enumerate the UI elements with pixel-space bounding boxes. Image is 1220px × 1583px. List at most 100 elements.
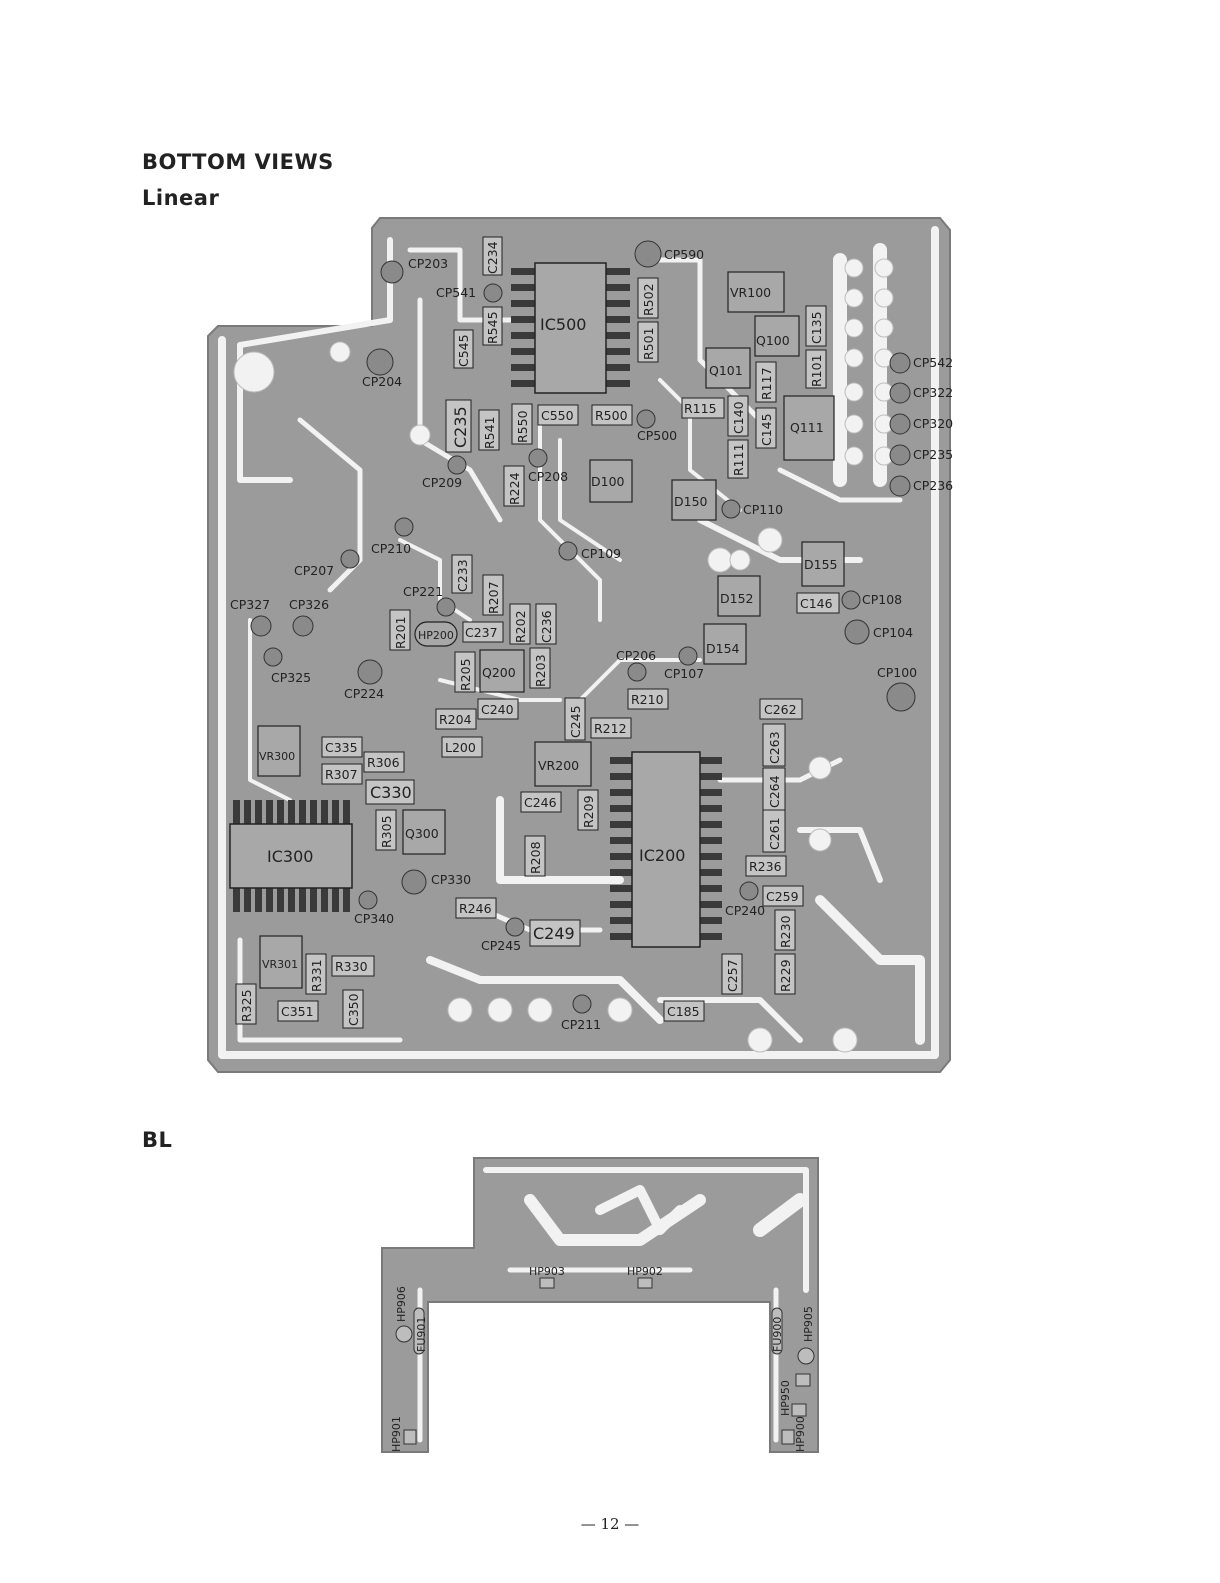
label-c245: C245 bbox=[568, 705, 583, 738]
label-cp109: CP109 bbox=[581, 546, 621, 561]
bl-pads bbox=[395, 1277, 815, 1445]
label-c185: C185 bbox=[667, 1004, 700, 1019]
label-c259: C259 bbox=[766, 889, 799, 904]
label-c145: C145 bbox=[759, 413, 774, 446]
label-r330: R330 bbox=[335, 959, 368, 974]
label-r306: R306 bbox=[367, 755, 400, 770]
label-r117: R117 bbox=[759, 367, 774, 400]
label-cp327: CP327 bbox=[230, 597, 270, 612]
label-cp541: CP541 bbox=[436, 285, 476, 300]
label-c135: C135 bbox=[809, 311, 824, 344]
label-c240: C240 bbox=[481, 702, 514, 717]
label-hp901: HP901 bbox=[390, 1416, 403, 1452]
label-cp100: CP100 bbox=[877, 665, 917, 680]
label-cp104: CP104 bbox=[873, 625, 913, 640]
label-q111: Q111 bbox=[790, 420, 824, 435]
pads bbox=[233, 258, 894, 1053]
label-c263: C263 bbox=[767, 731, 782, 764]
label-cp325: CP325 bbox=[271, 670, 311, 685]
label-r212: R212 bbox=[594, 721, 627, 736]
label-r202: R202 bbox=[513, 610, 528, 643]
label-c140: C140 bbox=[731, 401, 746, 434]
label-cp206: CP206 bbox=[616, 648, 656, 663]
label-vr100: VR100 bbox=[730, 285, 771, 300]
label-r210: R210 bbox=[631, 692, 664, 707]
label-r115: R115 bbox=[684, 401, 717, 416]
label-c249: C249 bbox=[533, 924, 575, 943]
label-r230: R230 bbox=[778, 915, 793, 948]
bl-heading: BL bbox=[142, 1128, 173, 1152]
label-r502: R502 bbox=[641, 283, 656, 316]
label-r204: R204 bbox=[439, 712, 472, 727]
component-boxes bbox=[257, 271, 845, 989]
label-r224: R224 bbox=[507, 472, 522, 505]
check-point-markers bbox=[250, 240, 916, 1014]
linear-board-labels: IC500 IC200 IC300 Q100 Q101 Q111 Q200 Q3… bbox=[230, 241, 953, 1032]
label-r111: R111 bbox=[731, 443, 746, 476]
label-cp500: CP500 bbox=[637, 428, 677, 443]
label-c350: C350 bbox=[346, 993, 361, 1026]
label-vr300: VR300 bbox=[259, 750, 295, 763]
label-cp245: CP245 bbox=[481, 938, 521, 953]
label-vr301: VR301 bbox=[262, 958, 298, 971]
bl-board-outline bbox=[381, 1157, 819, 1453]
label-c545: C545 bbox=[456, 334, 471, 367]
label-r207: R207 bbox=[486, 581, 501, 614]
label-r541: R541 bbox=[482, 416, 497, 449]
label-cp320: CP320 bbox=[913, 416, 953, 431]
label-cp322: CP322 bbox=[913, 385, 953, 400]
label-cp240: CP240 bbox=[725, 903, 765, 918]
label-r307: R307 bbox=[325, 767, 358, 782]
ic300 bbox=[229, 800, 353, 912]
label-c236: C236 bbox=[539, 610, 554, 643]
label-r203: R203 bbox=[533, 654, 548, 687]
label-r331: R331 bbox=[309, 959, 324, 992]
label-cp204: CP204 bbox=[362, 374, 402, 389]
label-cp235: CP235 bbox=[913, 447, 953, 462]
label-vr200: VR200 bbox=[538, 758, 579, 773]
label-cp590: CP590 bbox=[664, 247, 704, 262]
label-c246: C246 bbox=[524, 795, 557, 810]
label-c237: C237 bbox=[465, 625, 498, 640]
label-r205: R205 bbox=[458, 658, 473, 691]
label-c262: C262 bbox=[764, 702, 797, 717]
label-hp900: HP900 bbox=[794, 1416, 807, 1452]
label-r201: R201 bbox=[393, 616, 408, 649]
label-cp326: CP326 bbox=[289, 597, 329, 612]
label-q300: Q300 bbox=[405, 826, 439, 841]
label-cp207: CP207 bbox=[294, 563, 334, 578]
label-cp340: CP340 bbox=[354, 911, 394, 926]
bl-board-labels: HP903 HP902 HP906 FU901 FU900 HP905 HP95… bbox=[390, 1265, 815, 1452]
bl-board: HP903 HP902 HP906 FU901 FU900 HP905 HP95… bbox=[381, 1157, 819, 1453]
bottom-views-heading: BOTTOM VIEWS bbox=[142, 150, 334, 174]
label-r500: R500 bbox=[595, 408, 628, 423]
label-d150: D150 bbox=[674, 494, 708, 509]
label-cp110: CP110 bbox=[743, 502, 783, 517]
label-ic500: IC500 bbox=[540, 315, 586, 334]
label-hp950: HP950 bbox=[779, 1380, 792, 1416]
label-d155: D155 bbox=[804, 557, 837, 572]
label-c146: C146 bbox=[800, 596, 833, 611]
label-r305: R305 bbox=[379, 815, 394, 848]
label-hp903: HP903 bbox=[529, 1265, 565, 1278]
bl-traces bbox=[417, 1167, 809, 1443]
copper-traces bbox=[218, 226, 939, 1059]
label-r208: R208 bbox=[528, 841, 543, 874]
label-hp200: HP200 bbox=[418, 629, 454, 642]
label-d154: D154 bbox=[706, 641, 740, 656]
label-c264: C264 bbox=[767, 775, 782, 808]
label-c351: C351 bbox=[281, 1004, 314, 1019]
label-r501: R501 bbox=[641, 327, 656, 360]
label-r229: R229 bbox=[778, 959, 793, 992]
label-c235: C235 bbox=[451, 406, 470, 448]
ic200 bbox=[610, 751, 722, 948]
label-r101: R101 bbox=[809, 354, 824, 387]
label-d100: D100 bbox=[591, 474, 625, 489]
ic500 bbox=[511, 262, 630, 394]
label-c233: C233 bbox=[455, 559, 470, 592]
label-c261: C261 bbox=[767, 817, 782, 850]
label-cp330: CP330 bbox=[431, 872, 471, 887]
label-cp209: CP209 bbox=[422, 475, 462, 490]
label-c257: C257 bbox=[725, 959, 740, 992]
label-fu900: FU900 bbox=[771, 1317, 784, 1352]
